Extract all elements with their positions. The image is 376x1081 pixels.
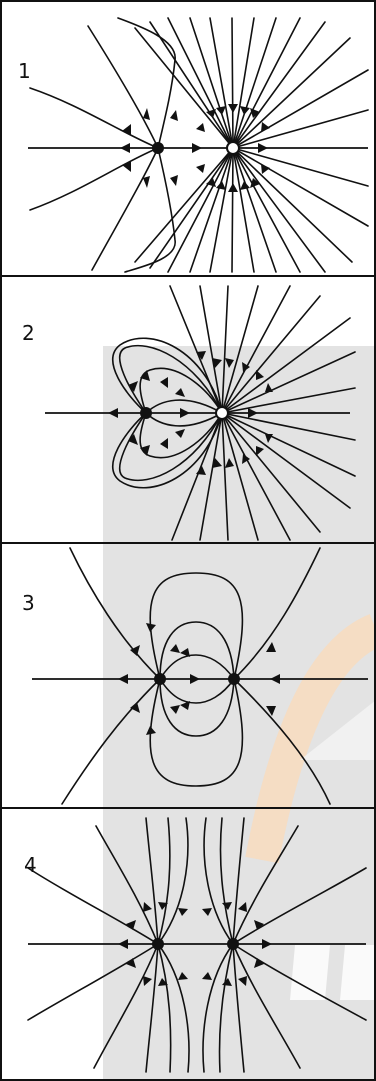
charge-negative — [226, 141, 240, 155]
field-lines-left-charge — [27, 817, 190, 1073]
charge-right — [227, 938, 239, 950]
panel-3: 3 — [22, 547, 368, 805]
field-lines-right-charge — [134, 17, 369, 273]
panel-number-2: 2 — [22, 321, 35, 345]
panel-4: 4 — [24, 817, 367, 1073]
panel-2: 2 — [22, 285, 356, 541]
field-lines-loops — [149, 572, 244, 787]
panel-number-1: 1 — [18, 59, 31, 83]
field-arrows — [118, 902, 272, 986]
field-arrows — [118, 623, 280, 735]
charge-negative — [215, 406, 229, 420]
field-lines-right-charge — [202, 817, 367, 1073]
field-arrows — [108, 351, 273, 475]
field-lines-left-charge — [29, 17, 176, 273]
panel-number-4: 4 — [24, 853, 37, 877]
field-arrows — [120, 104, 270, 192]
panel-1: 1 — [18, 17, 369, 273]
field-lines-right-charge — [169, 285, 356, 541]
charge-left — [154, 673, 166, 685]
panel-number-3: 3 — [22, 591, 35, 615]
charge-positive — [140, 407, 152, 419]
charge-left — [152, 938, 164, 950]
field-lines-outer — [61, 547, 331, 805]
charge-right — [228, 673, 240, 685]
charge-positive — [152, 142, 164, 154]
